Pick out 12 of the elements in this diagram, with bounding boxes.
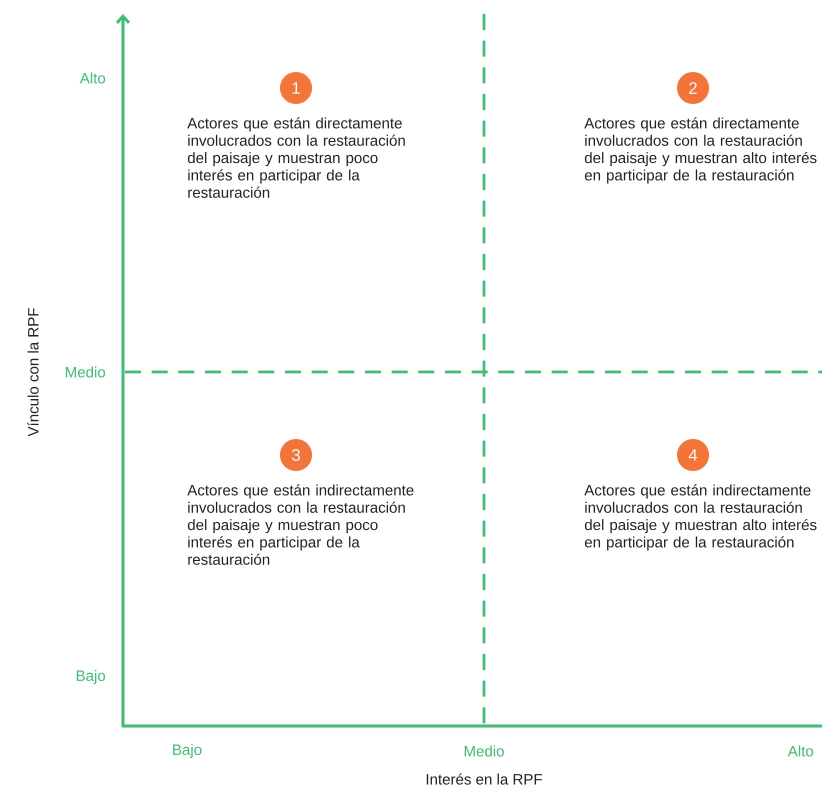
axis-tick-label: Medio — [464, 745, 504, 757]
description: Actores que están directamente involucrados con la restauración del paisaje y muestran alto interés en participar de la restauración — [584, 117, 816, 184]
description: Actores que están directamente involucrados con la restauración del paisaje y muestran poco interés en participar de la restauración — [187, 117, 405, 198]
axis-title: Interés en la RPF — [426, 773, 542, 785]
axis-tick-label: Alto — [80, 72, 106, 84]
axis-title: Vínculo con la RPF — [27, 308, 39, 436]
axis-tick-label: Bajo — [76, 670, 106, 684]
axis-tick-label: Alto — [788, 745, 814, 757]
description: Actores que están indirectamente involucrados con la restauración del paisaje y muestran alto interés en participar de la restauración — [584, 484, 816, 550]
description: Actores que están indirectamente involucrados con la restauración del paisaje y muestran poco interés en participar de la restauración — [187, 484, 414, 565]
axis-tick-label: Medio — [66, 366, 106, 378]
axis-tick-label: Bajo — [173, 744, 202, 758]
